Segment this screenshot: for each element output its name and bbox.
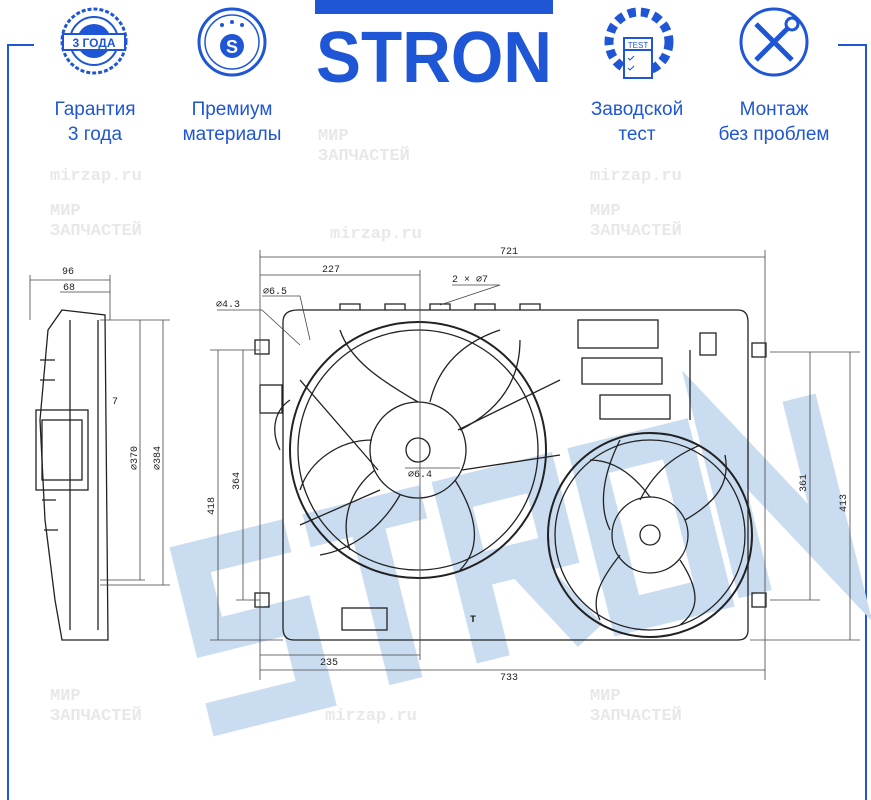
svg-text:2 × ⌀7: 2 × ⌀7	[452, 275, 488, 286]
svg-text:235: 235	[320, 658, 338, 669]
svg-text:STRON: STRON	[316, 18, 552, 86]
svg-text:7: 7	[112, 397, 118, 408]
svg-text:mirzap.ru: mirzap.ru	[330, 225, 422, 244]
svg-text:⌀4.3: ⌀4.3	[216, 300, 240, 311]
feature-line: Гарантия	[54, 99, 136, 120]
svg-text:mirzap.ru: mirzap.ru	[590, 167, 682, 186]
svg-text:TEST: TEST	[628, 41, 649, 50]
svg-text:ЗАПЧАСТЕЙ: ЗАПЧАСТЕЙ	[50, 706, 142, 726]
svg-text:МИР: МИР	[590, 202, 621, 221]
side-view	[35, 309, 109, 641]
svg-text:S: S	[226, 37, 238, 57]
svg-text:МИР: МИР	[50, 687, 81, 706]
svg-text:ЗАПЧАСТЕЙ: ЗАПЧАСТЕЙ	[590, 706, 682, 726]
feature-warranty: Гарантия 3 года	[30, 97, 160, 147]
svg-text:3 ГОДА: 3 ГОДА	[72, 36, 115, 50]
feature-line: 3 года	[67, 124, 123, 145]
svg-text:МИР: МИР	[50, 202, 81, 221]
svg-text:721: 721	[500, 247, 518, 258]
svg-text:418: 418	[207, 497, 218, 515]
feature-install: Монтаж без проблем	[709, 97, 839, 147]
small-fan	[547, 350, 753, 638]
svg-text:mirzap.ru: mirzap.ru	[325, 707, 417, 726]
feature-line: без проблем	[718, 124, 830, 145]
svg-text:413: 413	[839, 494, 850, 512]
feature-line: Монтаж	[739, 99, 809, 120]
feature-line: материалы	[182, 124, 282, 145]
feature-test: Заводской тест	[572, 97, 702, 147]
svg-text:733: 733	[500, 673, 518, 684]
test-gear-icon: TEST	[604, 7, 674, 79]
svg-text:⌀370: ⌀370	[130, 446, 141, 470]
svg-text:ЗАПЧАСТЕЙ: ЗАПЧАСТЕЙ	[50, 221, 142, 241]
svg-text:⌀384: ⌀384	[153, 446, 164, 470]
premium-s-icon: S	[197, 7, 267, 77]
stron-watermark	[169, 370, 871, 737]
stron-logo: STRON	[315, 0, 553, 86]
svg-text:364: 364	[232, 472, 243, 490]
large-fan	[274, 321, 561, 579]
feature-line: Заводской	[590, 99, 684, 120]
svg-text:361: 361	[799, 474, 810, 492]
svg-text:227: 227	[322, 265, 340, 276]
svg-text:⌀6.4: ⌀6.4	[408, 470, 432, 481]
dimension-lines	[29, 250, 860, 680]
svg-text:mirzap.ru: mirzap.ru	[50, 167, 142, 186]
tools-icon	[739, 7, 809, 77]
fan-shroud	[282, 309, 749, 641]
svg-text:⌀6.5: ⌀6.5	[263, 287, 287, 298]
svg-text:68: 68	[63, 283, 75, 294]
stars-icon	[220, 20, 244, 27]
feature-line: тест	[618, 124, 656, 145]
connectors	[259, 319, 717, 631]
warranty-badge-icon: 3 ГОДА	[60, 7, 128, 75]
mounting-tabs	[254, 303, 767, 608]
svg-text:ЗАПЧАСТЕЙ: ЗАПЧАСТЕЙ	[318, 146, 410, 166]
dimension-labels: 96 68 7 ⌀370 ⌀384 721 227 2 × ⌀7 ⌀4.3 ⌀6…	[62, 247, 850, 684]
svg-text:96: 96	[62, 267, 74, 278]
svg-text:ЗАПЧАСТЕЙ: ЗАПЧАСТЕЙ	[590, 221, 682, 241]
svg-text:МИР: МИР	[590, 687, 621, 706]
svg-text:T: T	[470, 615, 476, 626]
svg-text:МИР: МИР	[318, 127, 349, 146]
feature-line: Премиум	[191, 99, 273, 120]
feature-premium: Премиум материалы	[167, 97, 297, 147]
